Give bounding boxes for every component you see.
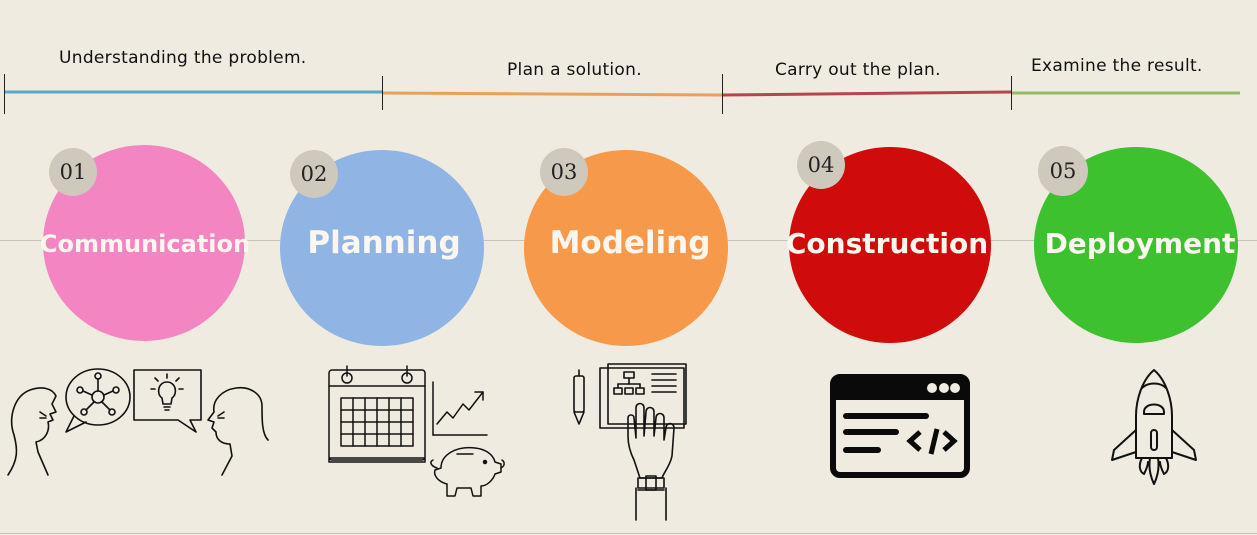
rocket-icon [1111,369,1197,485]
phase-divider [722,74,723,114]
step-name: Construction [785,226,989,260]
phase-line-carry-out [722,90,1012,97]
step-number-badge: 02 [290,150,338,198]
step-circle-communication: Communication [40,145,250,341]
step-number-badge: 03 [540,148,588,196]
phase-label-carry-out: Carry out the plan. [775,60,941,80]
phase-divider [1011,76,1012,110]
phase-divider [4,74,5,114]
conversation-icon [7,368,269,476]
step-number-badge: 05 [1038,146,1088,196]
step-name: Planning [307,225,461,261]
phase-label-understand: Understanding the problem. [59,48,307,68]
phase-label-examine: Examine the result. [1031,56,1203,76]
phase-label-plan: Plan a solution. [507,60,642,80]
tablet-diagram-hand-icon [573,363,687,521]
step-number-badge: 01 [49,148,97,196]
phase-line-plan [382,91,723,97]
code-window-icon [830,374,970,478]
step-circle-planning: Planning [280,150,484,346]
step-name: Communication [39,230,251,258]
phase-divider [382,76,383,110]
step-number-badge: 04 [797,141,845,189]
calendar-chart-piggybank-icon [328,365,505,497]
bottom-border [0,533,1257,534]
step-name: Deployment [1044,226,1236,260]
phase-lines [4,90,1240,97]
step-name: Modeling [549,225,711,261]
